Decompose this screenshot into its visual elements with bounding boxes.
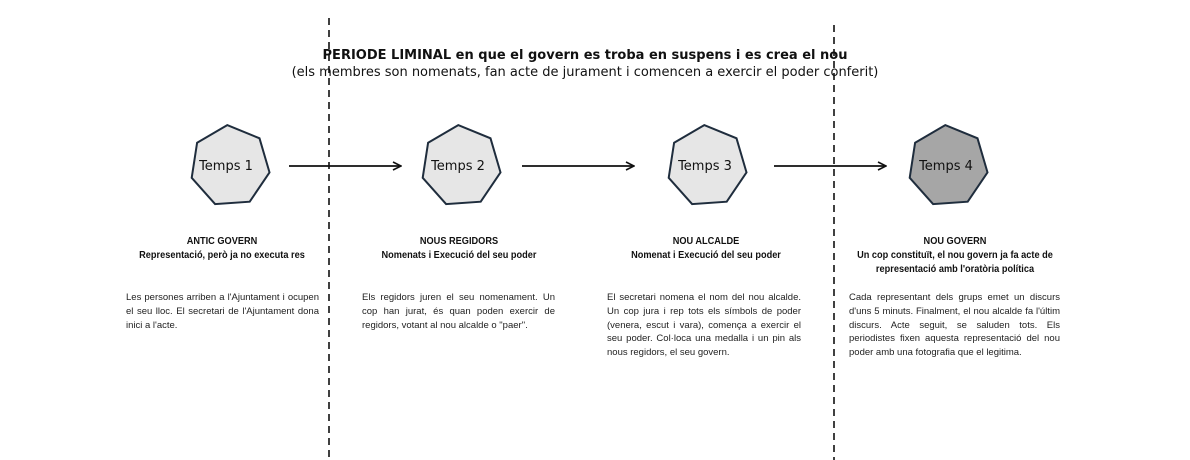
heptagon-shape: [908, 123, 989, 206]
stage-label: Temps 1: [198, 159, 253, 174]
stage-1-heading: ANTIC GOVERN Representació, però ja no e…: [125, 235, 318, 263]
stage-3-description: El secretari nomena el nom del nou alcal…: [607, 292, 801, 359]
stage-1-description: Les persones arriben a l'Ajuntament i oc…: [126, 292, 319, 331]
title-rest-part: en que el govern es troba en suspens i e…: [451, 48, 848, 63]
stage-4-heading: NOU GOVERN Un cop constituït, el nou gov…: [851, 235, 1059, 277]
stage-subtitle: Un cop constituït, el nou govern ja fa a…: [857, 250, 1053, 275]
stage-node-4: Temps 4: [908, 123, 989, 206]
stage-2-heading: NOUS REGIDORS Nomenats i Execució del se…: [359, 235, 560, 263]
stage-4-description: Cada representant dels grups emet un dis…: [849, 292, 1060, 359]
heptagon-shape: [421, 123, 502, 206]
stage-title: ANTIC GOVERN: [186, 236, 258, 247]
stage-title: NOU ALCALDE: [672, 236, 740, 247]
stage-title: NOU GOVERN: [923, 236, 987, 247]
stage-subtitle: Nomenat i Execució del seu poder: [631, 250, 781, 261]
stage-3-heading: NOU ALCALDE Nomenat i Execució del seu p…: [606, 235, 807, 263]
heptagon-shape: [190, 123, 271, 206]
stage-node-2: Temps 2: [421, 123, 502, 206]
stage-label: Temps 4: [918, 159, 973, 174]
title-bold-part: PERIODE LIMINAL: [322, 48, 452, 63]
heptagon-shape: [667, 123, 748, 206]
diagram-title: PERIODE LIMINAL en que el govern es trob…: [230, 47, 940, 65]
stage-subtitle: Nomenats i Execució del seu poder: [381, 250, 537, 261]
stage-title: NOUS REGIDORS: [419, 236, 499, 247]
stage-subtitle: Representació, però ja no executa res: [139, 250, 305, 261]
diagram-subtitle: (els membres son nomenats, fan acte de j…: [291, 65, 879, 80]
stage-label: Temps 3: [677, 159, 732, 174]
stage-node-1: Temps 1: [190, 123, 271, 206]
stage-node-3: Temps 3: [667, 123, 748, 206]
stage-label: Temps 2: [430, 159, 485, 174]
stage-2-description: Els regidors juren el seu nomenament. Un…: [362, 292, 555, 331]
